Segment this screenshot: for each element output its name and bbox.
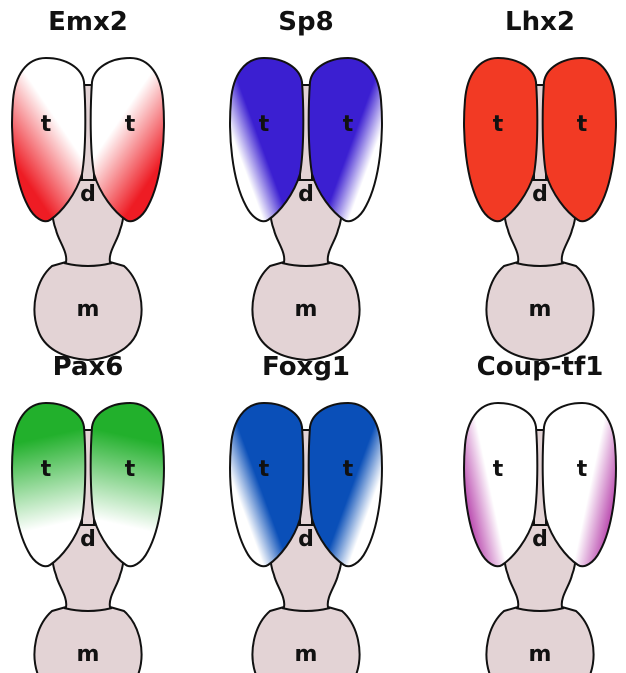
telencephalon-right-label: t — [343, 112, 354, 137]
diencephalon-label: d — [80, 182, 96, 207]
mesencephalon-label: m — [295, 642, 318, 667]
diencephalon-label: d — [532, 182, 548, 207]
telencephalon-left-label: t — [41, 112, 52, 137]
gene-title: Lhx2 — [505, 7, 575, 37]
diencephalon-label: d — [532, 527, 548, 552]
diencephalon-label: d — [298, 527, 314, 552]
diencephalon-label: d — [80, 527, 96, 552]
mesencephalon-label: m — [529, 297, 552, 322]
mesencephalon-label: m — [77, 642, 100, 667]
gene-title: Pax6 — [53, 352, 124, 382]
panel-foxg1: Foxg1 t t d m — [230, 352, 382, 673]
panel-pax6: Pax6 t t d m — [12, 352, 164, 673]
telencephalon-left-label: t — [41, 457, 52, 482]
telencephalon-left-label: t — [493, 457, 504, 482]
telencephalon-left-label: t — [259, 112, 270, 137]
panel-sp8: Sp8 t t d m — [230, 7, 382, 360]
panel-emx2: Emx2 t t d m — [12, 7, 164, 360]
telencephalon-left-label: t — [259, 457, 270, 482]
panel-coup-tf1: Coup-tf1 t t d m — [464, 352, 616, 673]
telencephalon-right-label: t — [125, 457, 136, 482]
telencephalon-right-label: t — [577, 112, 588, 137]
panel-lhx2: Lhx2 t t d m — [464, 7, 616, 360]
telencephalon-left-label: t — [493, 112, 504, 137]
telencephalon-right-label: t — [577, 457, 588, 482]
diencephalon-label: d — [298, 182, 314, 207]
gene-title: Emx2 — [48, 7, 128, 37]
gene-title: Foxg1 — [262, 352, 350, 382]
telencephalon-right-label: t — [343, 457, 354, 482]
mesencephalon-label: m — [529, 642, 552, 667]
mesencephalon-label: m — [77, 297, 100, 322]
gene-title: Coup-tf1 — [477, 352, 604, 382]
telencephalon-right-label: t — [125, 112, 136, 137]
mesencephalon-label: m — [295, 297, 318, 322]
gene-title: Sp8 — [278, 7, 333, 37]
